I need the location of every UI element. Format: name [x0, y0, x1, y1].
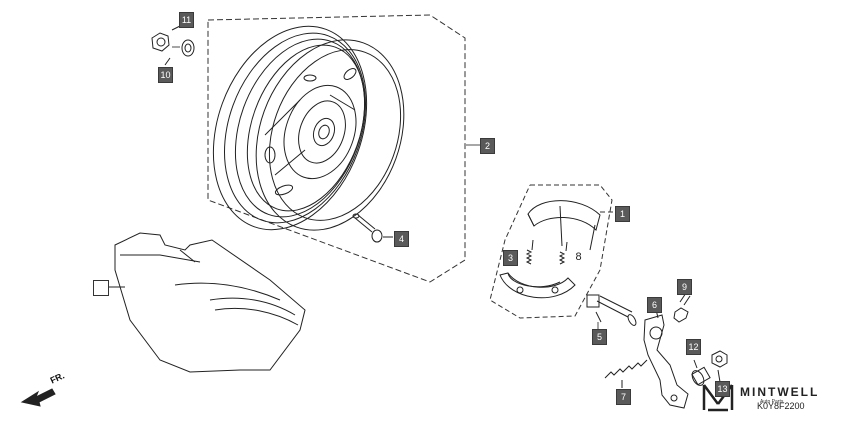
callout-3: 3 [503, 250, 518, 266]
callout-10: 10 [158, 67, 173, 83]
bolt [673, 292, 691, 323]
brake-springs [525, 239, 568, 265]
front-direction-arrow [20, 388, 56, 407]
brake-shoe-set [499, 200, 601, 299]
callout-9: 9 [677, 279, 692, 295]
callout-5: 5 [592, 329, 607, 345]
leader-lines [172, 46, 656, 330]
valve-stem [352, 213, 393, 243]
return-spring [604, 359, 648, 388]
pin-and-nut [691, 350, 728, 386]
brand-subtitle: Auto Parts [760, 399, 784, 405]
rear-wheel [212, 25, 405, 231]
callout-8: 8 [572, 250, 585, 264]
callout-12: 12 [686, 339, 701, 355]
callout-11: 11 [179, 12, 194, 28]
diagram-code: K0Y8F2200 [757, 401, 805, 411]
callout-mudguard-blank [93, 280, 109, 296]
axle-nut-and-washer [151, 25, 195, 66]
brand-name: MINTWELL [740, 385, 820, 399]
callout-6: 6 [647, 297, 662, 313]
wheel-assembly-boundary [207, 14, 466, 283]
mudguard [107, 232, 306, 373]
callout-2: 2 [480, 138, 495, 154]
brake-cam [586, 294, 637, 326]
callout-13: 13 [715, 381, 730, 397]
callout-4: 4 [394, 231, 409, 247]
callout-7: 7 [616, 389, 631, 405]
brake-arm [643, 304, 689, 409]
brake-shoe-boundary [489, 184, 617, 319]
callout-1: 1 [615, 206, 630, 222]
